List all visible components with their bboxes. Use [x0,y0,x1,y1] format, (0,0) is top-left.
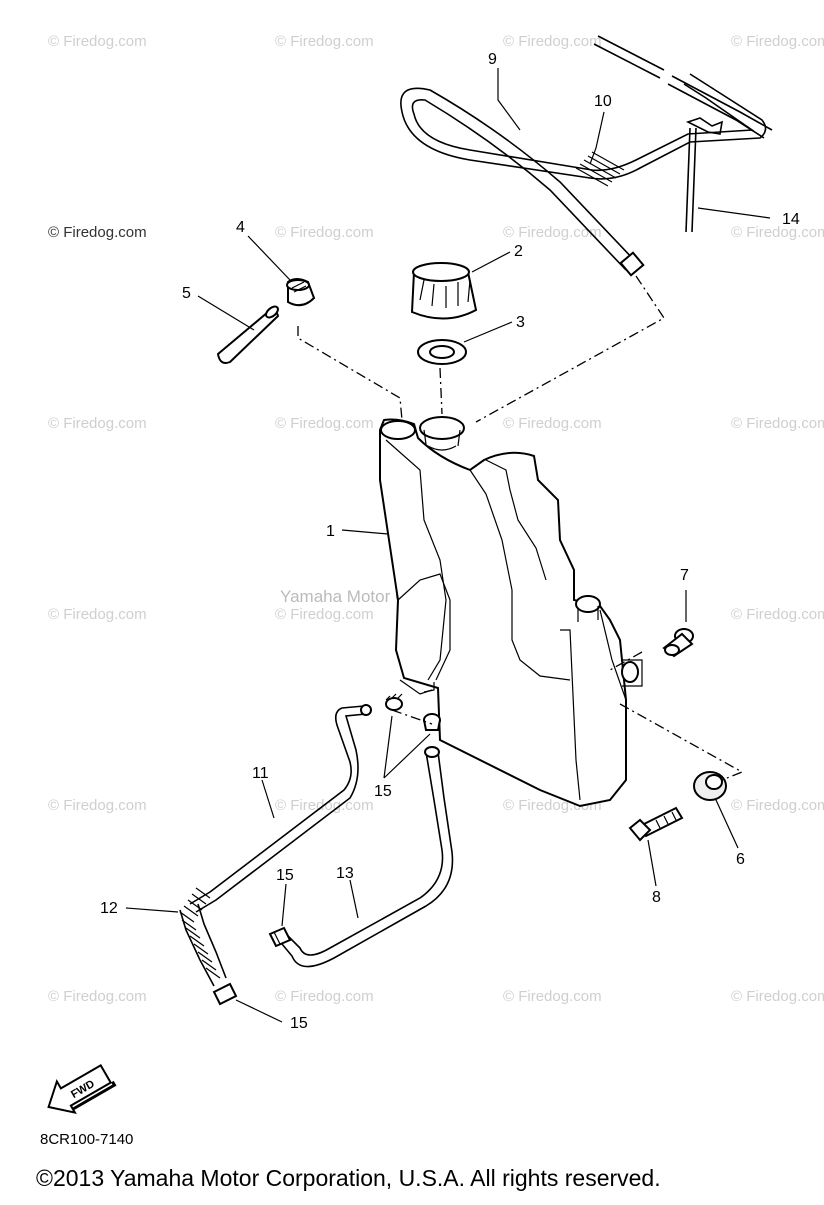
callout-2: 2 [514,243,523,260]
clamp-15-upper [385,693,441,731]
watermark: © Firedog.com [275,33,374,50]
callout-7: 7 [680,567,689,584]
watermark: © Firedog.com [731,33,824,50]
callout-labels: 1 2 3 4 5 6 7 8 9 10 11 12 13 14 15 15 1… [100,51,800,1032]
callout-12: 12 [100,900,118,917]
watermark: © Firedog.com [275,606,374,623]
copyright: ©2013 Yamaha Motor Corporation, U.S.A. A… [36,1165,661,1191]
oil-tank-1 [379,416,643,808]
watermark: © Firedog.com [48,415,147,432]
reference-lines [297,275,744,781]
callout-13: 13 [336,865,354,882]
watermark: © Firedog.com [48,797,147,814]
grommet-6 [693,771,727,801]
callout-15-b: 15 [276,867,294,884]
watermark: © Firedog.com [731,415,824,432]
callout-15-c: 15 [290,1015,308,1032]
watermark: © Firedog.com [48,33,147,50]
callout-11: 11 [252,765,269,782]
callout-1: 1 [326,523,335,540]
callout-4: 4 [236,219,245,236]
tank-cap-2 [410,262,478,320]
callout-8: 8 [652,889,661,906]
watermark: © Firedog.com [731,797,824,814]
watermark: © Firedog.com [503,33,602,50]
hose-5 [216,305,280,364]
watermark: © Firedog.com [275,415,374,432]
watermark: © Firedog.com [503,415,602,432]
bolt-7 [662,628,694,658]
watermark: © Firedog.com [731,224,824,241]
vent-pipe-top [593,35,773,139]
callout-9: 9 [488,51,497,68]
bracket-14 [685,117,724,233]
callout-6: 6 [736,851,745,868]
watermark: © Firedog.com [503,988,602,1005]
hose-13 [281,746,454,968]
watermark: © Firedog.com [275,988,374,1005]
callout-5: 5 [182,285,191,302]
leader-lines [125,68,771,1023]
gasket-3 [417,339,467,365]
watermark: © Firedog.com [731,988,824,1005]
watermark: © Firedog.com [275,224,374,241]
fwd-arrow-icon: FWD [47,1063,117,1115]
clamp-15-middle [268,926,292,948]
watermark: © Firedog.com [503,224,602,241]
watermark: © Firedog.com [48,224,147,241]
diagram-code: 8CR100-7140 [40,1131,133,1148]
callout-10: 10 [594,93,612,110]
callout-3: 3 [516,314,525,331]
cap-4 [286,278,316,307]
watermark: © Firedog.com [48,606,147,623]
spring-12 [179,887,227,987]
clamp-15-lower [212,982,238,1006]
hose-11 [189,704,372,913]
callout-14: 14 [782,211,800,228]
callout-15-a: 15 [374,783,392,800]
bolt-8 [628,806,684,842]
breather-hose-9 [400,73,767,277]
watermark: © Firedog.com [48,988,147,1005]
watermark: © Firedog.com [731,606,824,623]
hose-segment-10 [575,151,625,187]
